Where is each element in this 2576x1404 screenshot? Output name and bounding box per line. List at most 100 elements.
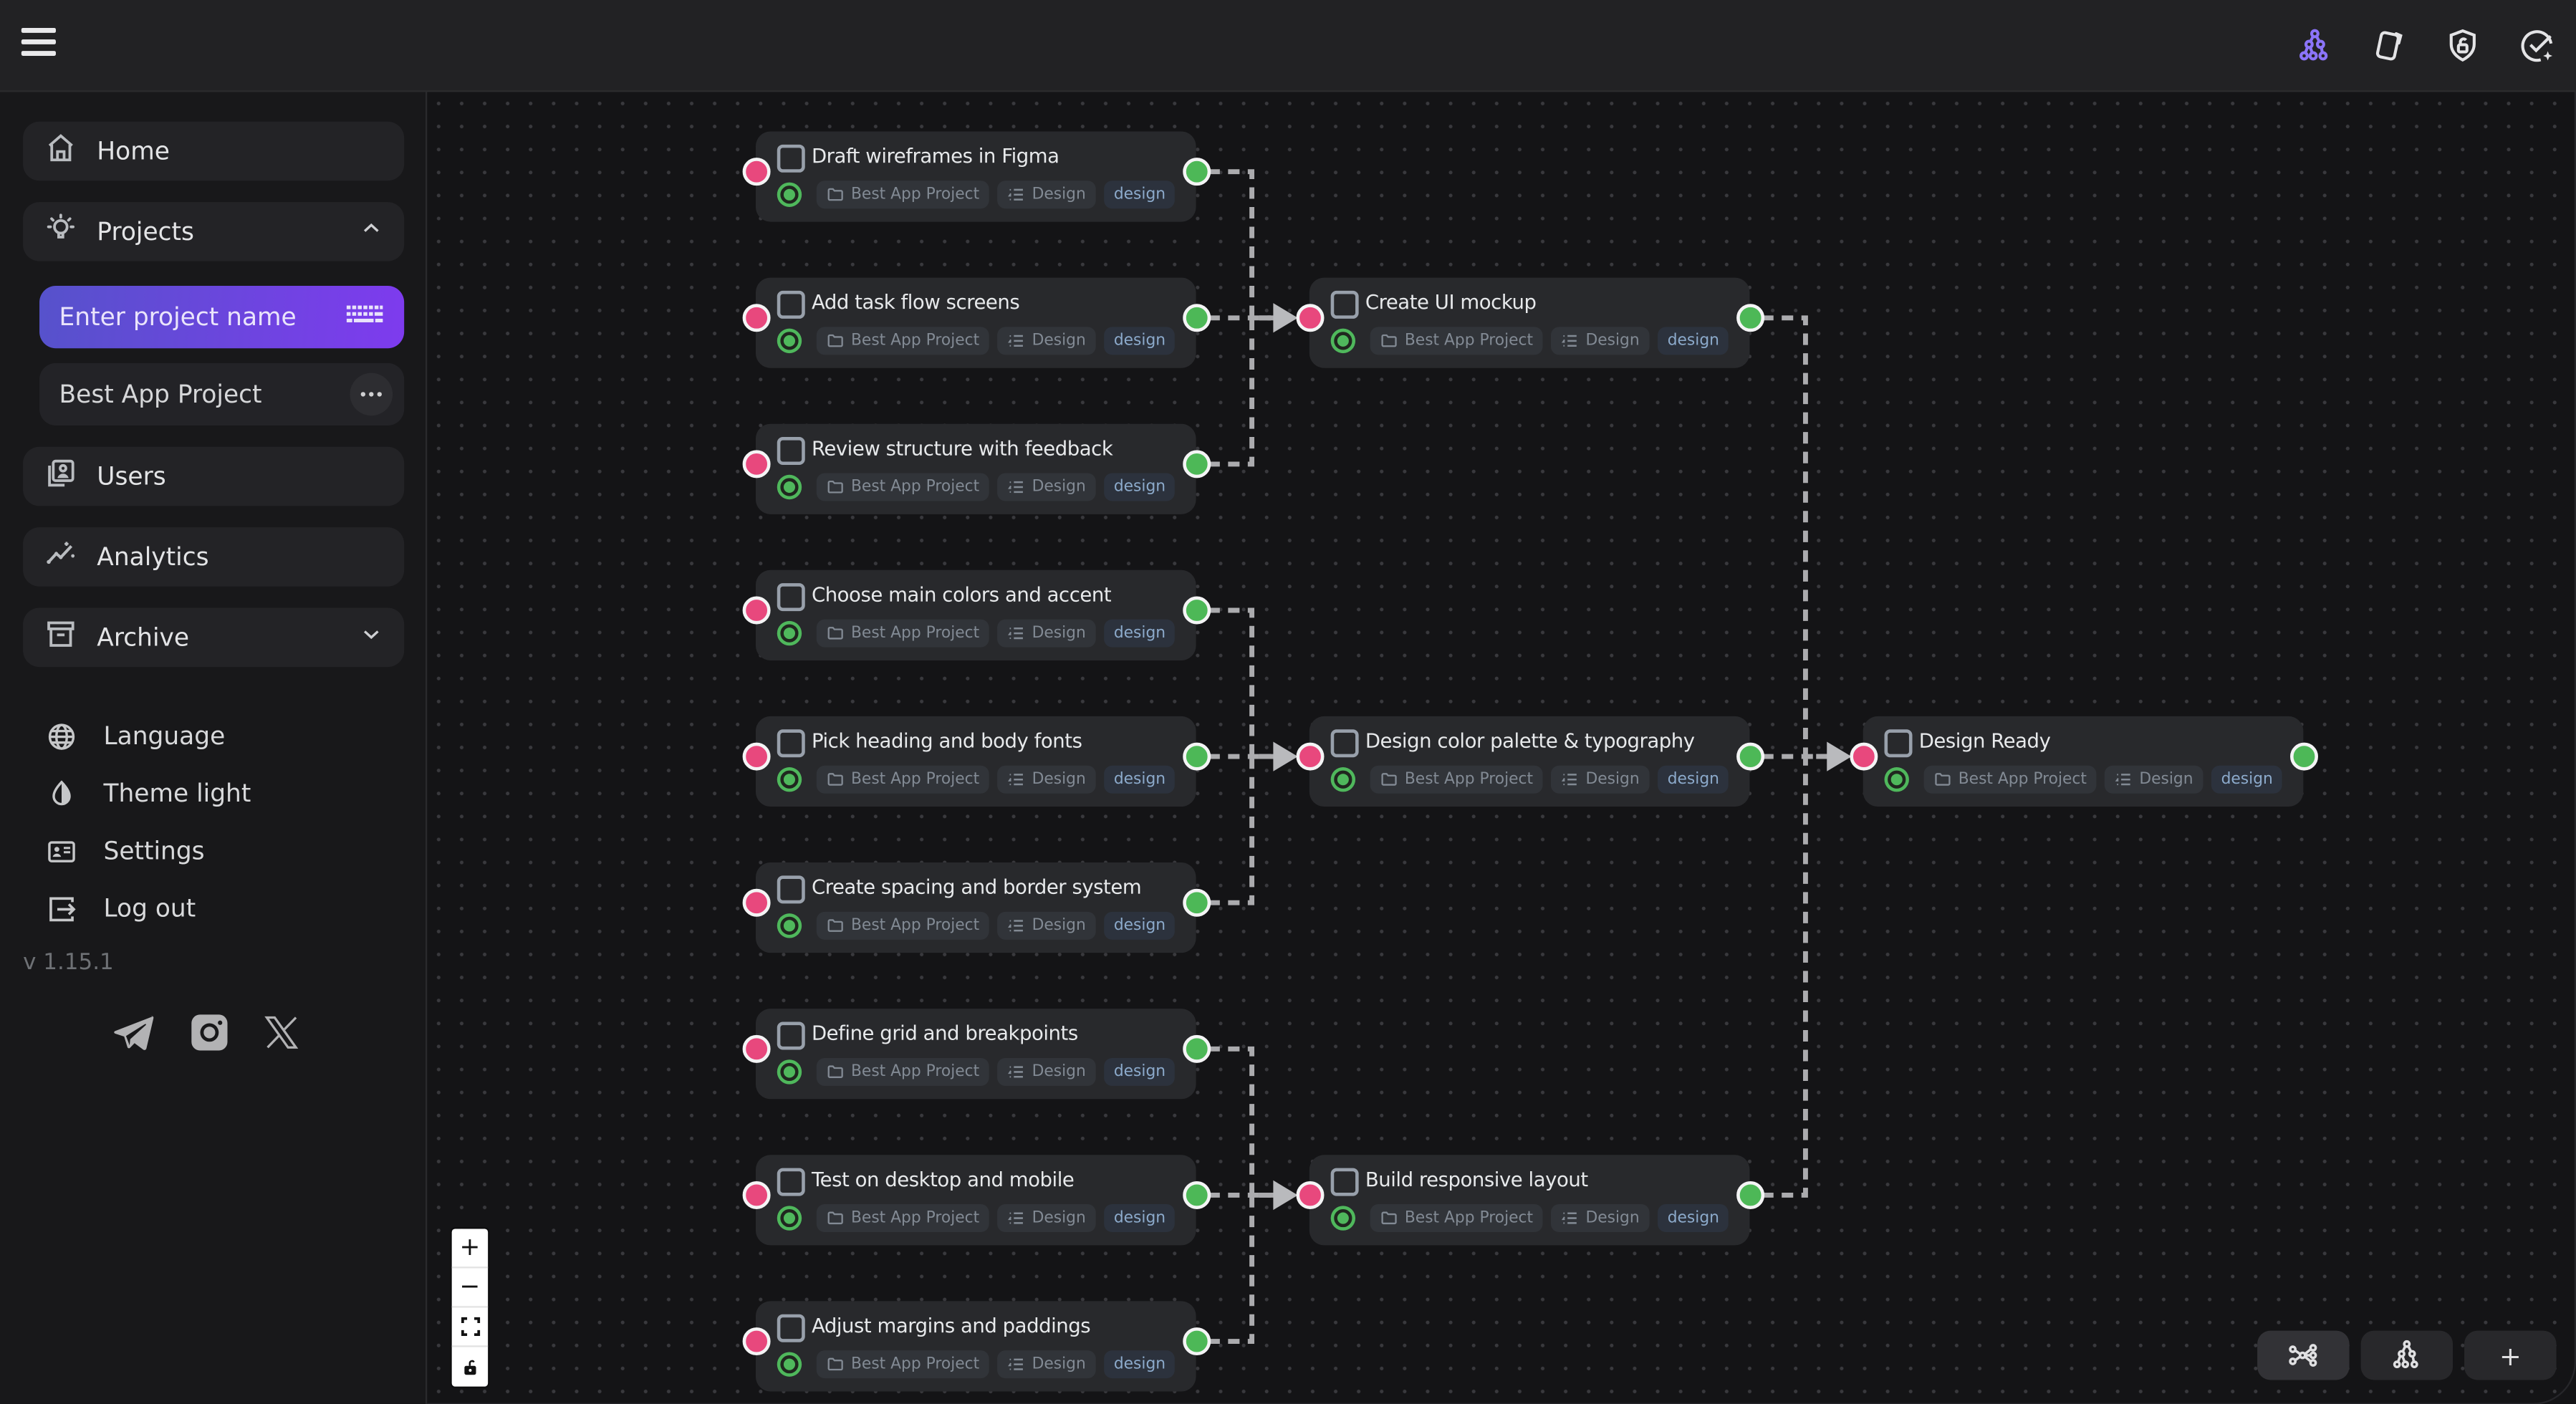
output-handle[interactable]: [1182, 450, 1211, 479]
sidebar-item-analytics[interactable]: Analytics: [23, 527, 405, 587]
tag-badge: design: [1657, 1204, 1729, 1233]
sidebar-item-theme[interactable]: Theme light: [0, 769, 427, 818]
sidebar-item-projects[interactable]: Projects: [23, 202, 405, 261]
input-handle[interactable]: [741, 1181, 770, 1209]
output-handle[interactable]: [1182, 1181, 1211, 1209]
add-node-button[interactable]: +: [2464, 1330, 2557, 1380]
fit-view-button[interactable]: [451, 1308, 489, 1347]
output-handle[interactable]: [1182, 304, 1211, 332]
task-checkbox[interactable]: [777, 1168, 805, 1196]
project-menu-button[interactable]: [350, 372, 393, 416]
sidebar-project-best-app-project[interactable]: Best App Project: [39, 362, 405, 425]
folder-icon: [827, 1357, 843, 1371]
folder-icon: [827, 480, 843, 494]
input-handle[interactable]: [741, 596, 770, 625]
sidebar-item-logout[interactable]: Log out: [0, 884, 427, 933]
zoom-out-button[interactable]: −: [451, 1269, 489, 1308]
tag-badge: design: [1104, 1204, 1176, 1233]
task-title: Add task flow screens: [811, 290, 1020, 314]
task-checkbox[interactable]: [777, 583, 805, 612]
task-checkbox[interactable]: [1330, 729, 1359, 758]
output-handle[interactable]: [1182, 1034, 1211, 1063]
task-checkbox[interactable]: [1330, 1168, 1359, 1196]
lock-button[interactable]: [452, 1347, 488, 1387]
tasks-check-icon[interactable]: [2517, 27, 2556, 66]
task-checkbox[interactable]: [777, 290, 805, 319]
graph-view-icon[interactable]: [2295, 27, 2335, 66]
category-badge: Design: [997, 765, 1096, 794]
task-checkbox[interactable]: [777, 1021, 805, 1050]
task-checkbox[interactable]: [1330, 290, 1359, 319]
folder-icon: [1935, 773, 1951, 786]
input-handle[interactable]: [741, 158, 770, 186]
input-handle[interactable]: [741, 742, 770, 771]
output-handle[interactable]: [1182, 1327, 1211, 1356]
footer-item-label: Theme light: [103, 779, 251, 809]
sidebar-item-home[interactable]: Home: [23, 121, 405, 181]
input-handle[interactable]: [1295, 742, 1324, 771]
output-handle[interactable]: [2289, 742, 2317, 771]
task-checkbox[interactable]: [1884, 729, 1913, 758]
tag-badge: design: [1104, 765, 1176, 794]
task-checkbox[interactable]: [777, 729, 805, 758]
output-handle[interactable]: [1735, 742, 1764, 771]
input-handle[interactable]: [741, 450, 770, 479]
output-handle[interactable]: [1182, 596, 1211, 625]
sidebar-item-settings[interactable]: Settings: [0, 827, 427, 876]
output-handle[interactable]: [1182, 158, 1211, 186]
sidebar-item-archive[interactable]: Archive: [23, 607, 405, 668]
status-dot: [780, 478, 799, 496]
x-icon[interactable]: [263, 1014, 301, 1052]
security-shield-icon[interactable]: [2443, 27, 2482, 66]
input-handle[interactable]: [1849, 742, 1878, 771]
tag-badge: design: [2211, 765, 2283, 794]
project-badge: Best App Project: [816, 1057, 989, 1086]
task-checkbox[interactable]: [777, 875, 805, 904]
tag-badge: design: [1104, 181, 1176, 209]
zoom-in-button[interactable]: +: [451, 1228, 489, 1269]
project-name-input[interactable]: Enter project name: [39, 286, 405, 349]
input-handle[interactable]: [1295, 1181, 1324, 1209]
output-handle[interactable]: [1735, 1181, 1764, 1209]
cards-view-icon[interactable]: [2369, 27, 2408, 66]
input-handle[interactable]: [1295, 304, 1324, 332]
input-handle[interactable]: [741, 1327, 770, 1356]
sidebar-item-language[interactable]: Language: [0, 711, 427, 761]
input-handle[interactable]: [741, 304, 770, 332]
layout-horizontal-button[interactable]: [2257, 1330, 2350, 1380]
input-handle[interactable]: [741, 1034, 770, 1063]
output-handle[interactable]: [1735, 304, 1764, 332]
sidebar-item-users[interactable]: Users: [23, 446, 405, 506]
tag-badge: design: [1104, 1057, 1176, 1086]
unlock-icon: [463, 1359, 476, 1375]
layout-vertical-button[interactable]: [2360, 1330, 2454, 1380]
hamburger-menu-icon[interactable]: [21, 27, 62, 64]
telegram-icon[interactable]: [112, 1013, 156, 1052]
input-handle[interactable]: [741, 888, 770, 917]
instagram-icon[interactable]: [189, 1012, 230, 1053]
folder-icon: [827, 773, 843, 786]
output-handle[interactable]: [1182, 742, 1211, 771]
category-badge: Design: [997, 473, 1096, 501]
task-checkbox[interactable]: [777, 437, 805, 466]
output-handle[interactable]: [1182, 888, 1211, 917]
task-checkbox[interactable]: [777, 144, 805, 173]
task-checkbox[interactable]: [777, 1314, 805, 1342]
project-badge: Best App Project: [1370, 765, 1543, 794]
